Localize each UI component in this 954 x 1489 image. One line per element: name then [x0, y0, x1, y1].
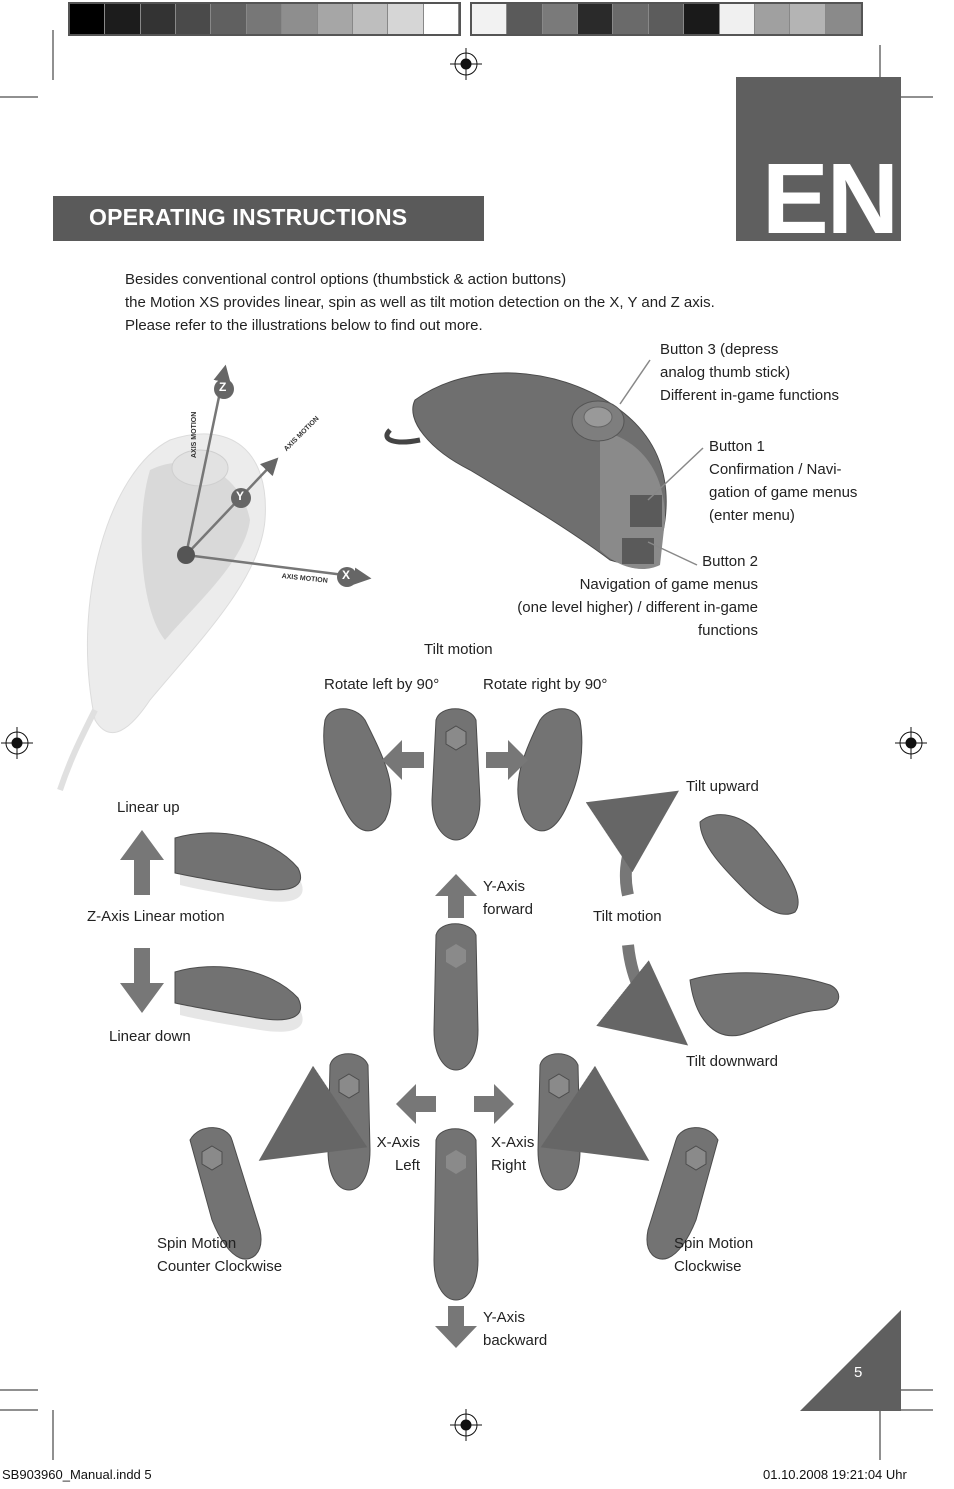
calibration-swatch [176, 4, 212, 34]
axis-badge-y: Y [236, 489, 245, 503]
y-axis-nunchuk [433, 923, 479, 1301]
arrow-x-left [396, 1084, 436, 1124]
nunchuk-axis-illustration [57, 364, 372, 791]
label-y-forward: Y-Axis forward [483, 878, 534, 918]
arrow-spin-cw [540, 1065, 650, 1161]
label-x-left: X-Axis Left [376, 1134, 420, 1174]
calibration-swatch [472, 4, 508, 34]
label-tilt-motion-right: Tilt motion [593, 908, 662, 925]
calibration-swatch [613, 4, 649, 34]
arrow-linear-up [120, 830, 164, 895]
calibration-swatch [825, 4, 861, 34]
callout-button-3: Button 3 (depress analog thumb stick) Di… [660, 341, 839, 404]
arrow-y-backward [435, 1306, 477, 1348]
label-rotate-right: Rotate right by 90° [483, 676, 608, 693]
calibration-swatch [352, 4, 389, 34]
spin-nunchuks [189, 1127, 719, 1260]
arrow-x-right [474, 1084, 514, 1124]
callout-button-1: Button 1 Confirmation / Navi- gation of … [709, 438, 858, 524]
arrow-linear-down [120, 948, 164, 1013]
label-z-axis-linear: Z-Axis Linear motion [87, 908, 225, 925]
calibration-swatch [282, 4, 318, 34]
footer-timestamp: 01.10.2008 19:21:04 Uhr [763, 1467, 907, 1482]
calibration-swatch [246, 4, 283, 34]
calibration-swatch [317, 4, 353, 34]
label-y-backward: Y-Axis backward [483, 1309, 548, 1349]
intro-line-2: the Motion XS provides linear, spin as w… [125, 294, 715, 311]
section-title-bar: OPERATING INSTRUCTIONS [53, 196, 484, 241]
calibration-swatch [578, 4, 614, 34]
calibration-bar-right [470, 2, 863, 36]
page-number: 5 [854, 1364, 863, 1381]
label-spin-ccw: Spin Motion Counter Clockwise [157, 1235, 283, 1275]
calibration-swatch [388, 4, 424, 34]
calibration-swatch [542, 4, 579, 34]
calibration-swatch [105, 4, 141, 34]
registration-mark-top [450, 48, 482, 80]
label-rotate-left: Rotate left by 90° [324, 676, 440, 693]
calibration-swatch [790, 4, 826, 34]
language-tab: EN [736, 77, 901, 241]
axis-badge-z: Z [219, 380, 227, 394]
calibration-swatch [684, 4, 720, 34]
arrow-tilt-upward [585, 790, 679, 897]
page-corner-tab [800, 1310, 901, 1411]
registration-mark-bottom [450, 1409, 482, 1441]
intro-line-3: Please refer to the illustrations below … [125, 317, 483, 334]
calibration-swatch [719, 4, 755, 34]
label-tilt-motion-top: Tilt motion [424, 641, 493, 658]
calibration-swatch [70, 4, 106, 34]
calibration-bar-left [68, 2, 461, 36]
language-tab-label: EN [762, 143, 899, 241]
calibration-swatch [140, 4, 177, 34]
label-tilt-downward: Tilt downward [686, 1053, 778, 1070]
section-title: OPERATING INSTRUCTIONS [89, 204, 408, 230]
label-linear-up: Linear up [117, 799, 180, 816]
arrow-spin-ccw [258, 1065, 368, 1161]
registration-mark-right [895, 727, 927, 759]
label-spin-cw: Spin Motion Clockwise [674, 1235, 754, 1275]
crop-marks [0, 30, 933, 1460]
label-x-right: X-Axis Right [491, 1134, 535, 1174]
footer-file-name: SB903960_Manual.indd 5 [2, 1467, 152, 1482]
calibration-swatch [648, 4, 685, 34]
arrow-rotate-right [486, 740, 528, 780]
linear-nunchuks [174, 832, 303, 1032]
arrow-tilt-downward [596, 944, 689, 1046]
registration-mark-left [1, 727, 33, 759]
axis-badge-x: X [342, 568, 351, 582]
label-tilt-upward: Tilt upward [686, 778, 759, 795]
calibration-swatch [211, 4, 247, 34]
nunchuk-main-illustration [384, 359, 704, 570]
rotate-nunchuks [323, 708, 583, 841]
axis-label-z: AXIS MOTION [191, 411, 198, 458]
arrow-y-forward [435, 874, 477, 918]
intro-line-1: Besides conventional control options (th… [125, 271, 567, 288]
calibration-swatch [423, 4, 459, 34]
callout-button-2: Button 2 Navigation of game menus (one l… [517, 553, 758, 639]
arrow-rotate-left [382, 740, 424, 780]
tilt-nunchuks [689, 814, 840, 1037]
label-linear-down: Linear down [109, 1028, 191, 1045]
calibration-swatch [754, 4, 791, 34]
calibration-swatch [507, 4, 543, 34]
